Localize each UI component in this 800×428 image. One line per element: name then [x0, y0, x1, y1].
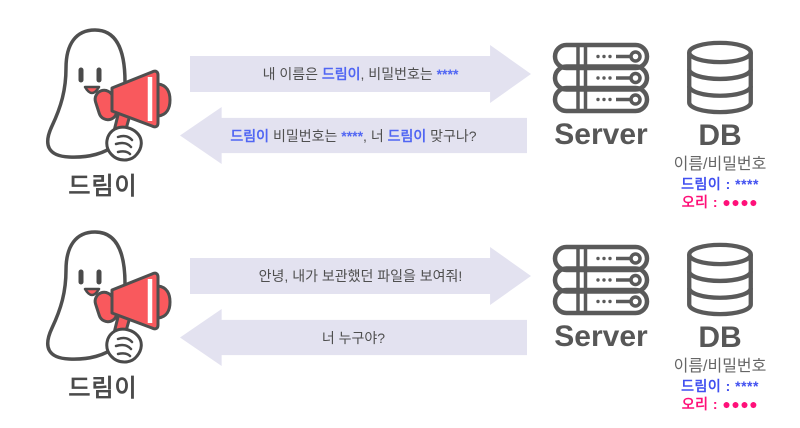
- db-row-dreami: 드림이 : ****: [681, 176, 759, 192]
- flow-section-no-session: 드림이 안녕, 내가 보관했던 파일을 보여줘! 너 누구야? Server D…: [0, 202, 800, 416]
- response-arrow: 드림이 비밀번호는 ****, 너 드림이 맞구나?: [180, 107, 527, 164]
- server-icon: [552, 244, 650, 316]
- response-text: 너 누구야?: [321, 329, 386, 346]
- db-table-header: 이름/비밀번호: [673, 358, 767, 375]
- request-text: 내 이름은 드림이, 비밀번호는 ****: [262, 66, 459, 82]
- request-arrow: 안녕, 내가 보관했던 파일을 보여줘!: [190, 247, 531, 305]
- request-text: 안녕, 내가 보관했던 파일을 보여줘!: [258, 268, 463, 284]
- db-row-ori: 오리 : ●●●●: [681, 396, 759, 412]
- client-character-icon: [33, 226, 175, 364]
- database-icon: [685, 40, 755, 115]
- server-node: Server: [540, 244, 662, 353]
- db-node: DB 이름/비밀번호 드림이 : **** 오리 : ●●●●: [666, 40, 774, 211]
- database-icon: [685, 242, 755, 317]
- db-label: DB: [698, 321, 742, 354]
- db-row-ori: 오리 : ●●●●: [681, 194, 759, 210]
- client-label: 드림이: [68, 375, 138, 402]
- client-character-icon: [33, 24, 175, 162]
- request-arrow: 내 이름은 드림이, 비밀번호는 ****: [190, 45, 531, 103]
- db-label: DB: [698, 119, 742, 152]
- response-arrow: 너 누구야?: [180, 309, 527, 366]
- client-label: 드림이: [68, 173, 138, 200]
- server-icon: [552, 42, 650, 114]
- response-text: 드림이 비밀번호는 ****, 너 드림이 맞구나?: [230, 127, 477, 144]
- server-label: Server: [554, 118, 648, 151]
- server-node: Server: [540, 42, 662, 151]
- db-row-dreami: 드림이 : ****: [681, 378, 759, 394]
- db-node: DB 이름/비밀번호 드림이 : **** 오리 : ●●●●: [666, 242, 774, 413]
- server-label: Server: [554, 320, 648, 353]
- flow-section-login: 드림이 내 이름은 드림이, 비밀번호는 **** 드림이 비밀번호는 ****…: [0, 0, 774, 211]
- db-table-header: 이름/비밀번호: [673, 156, 767, 173]
